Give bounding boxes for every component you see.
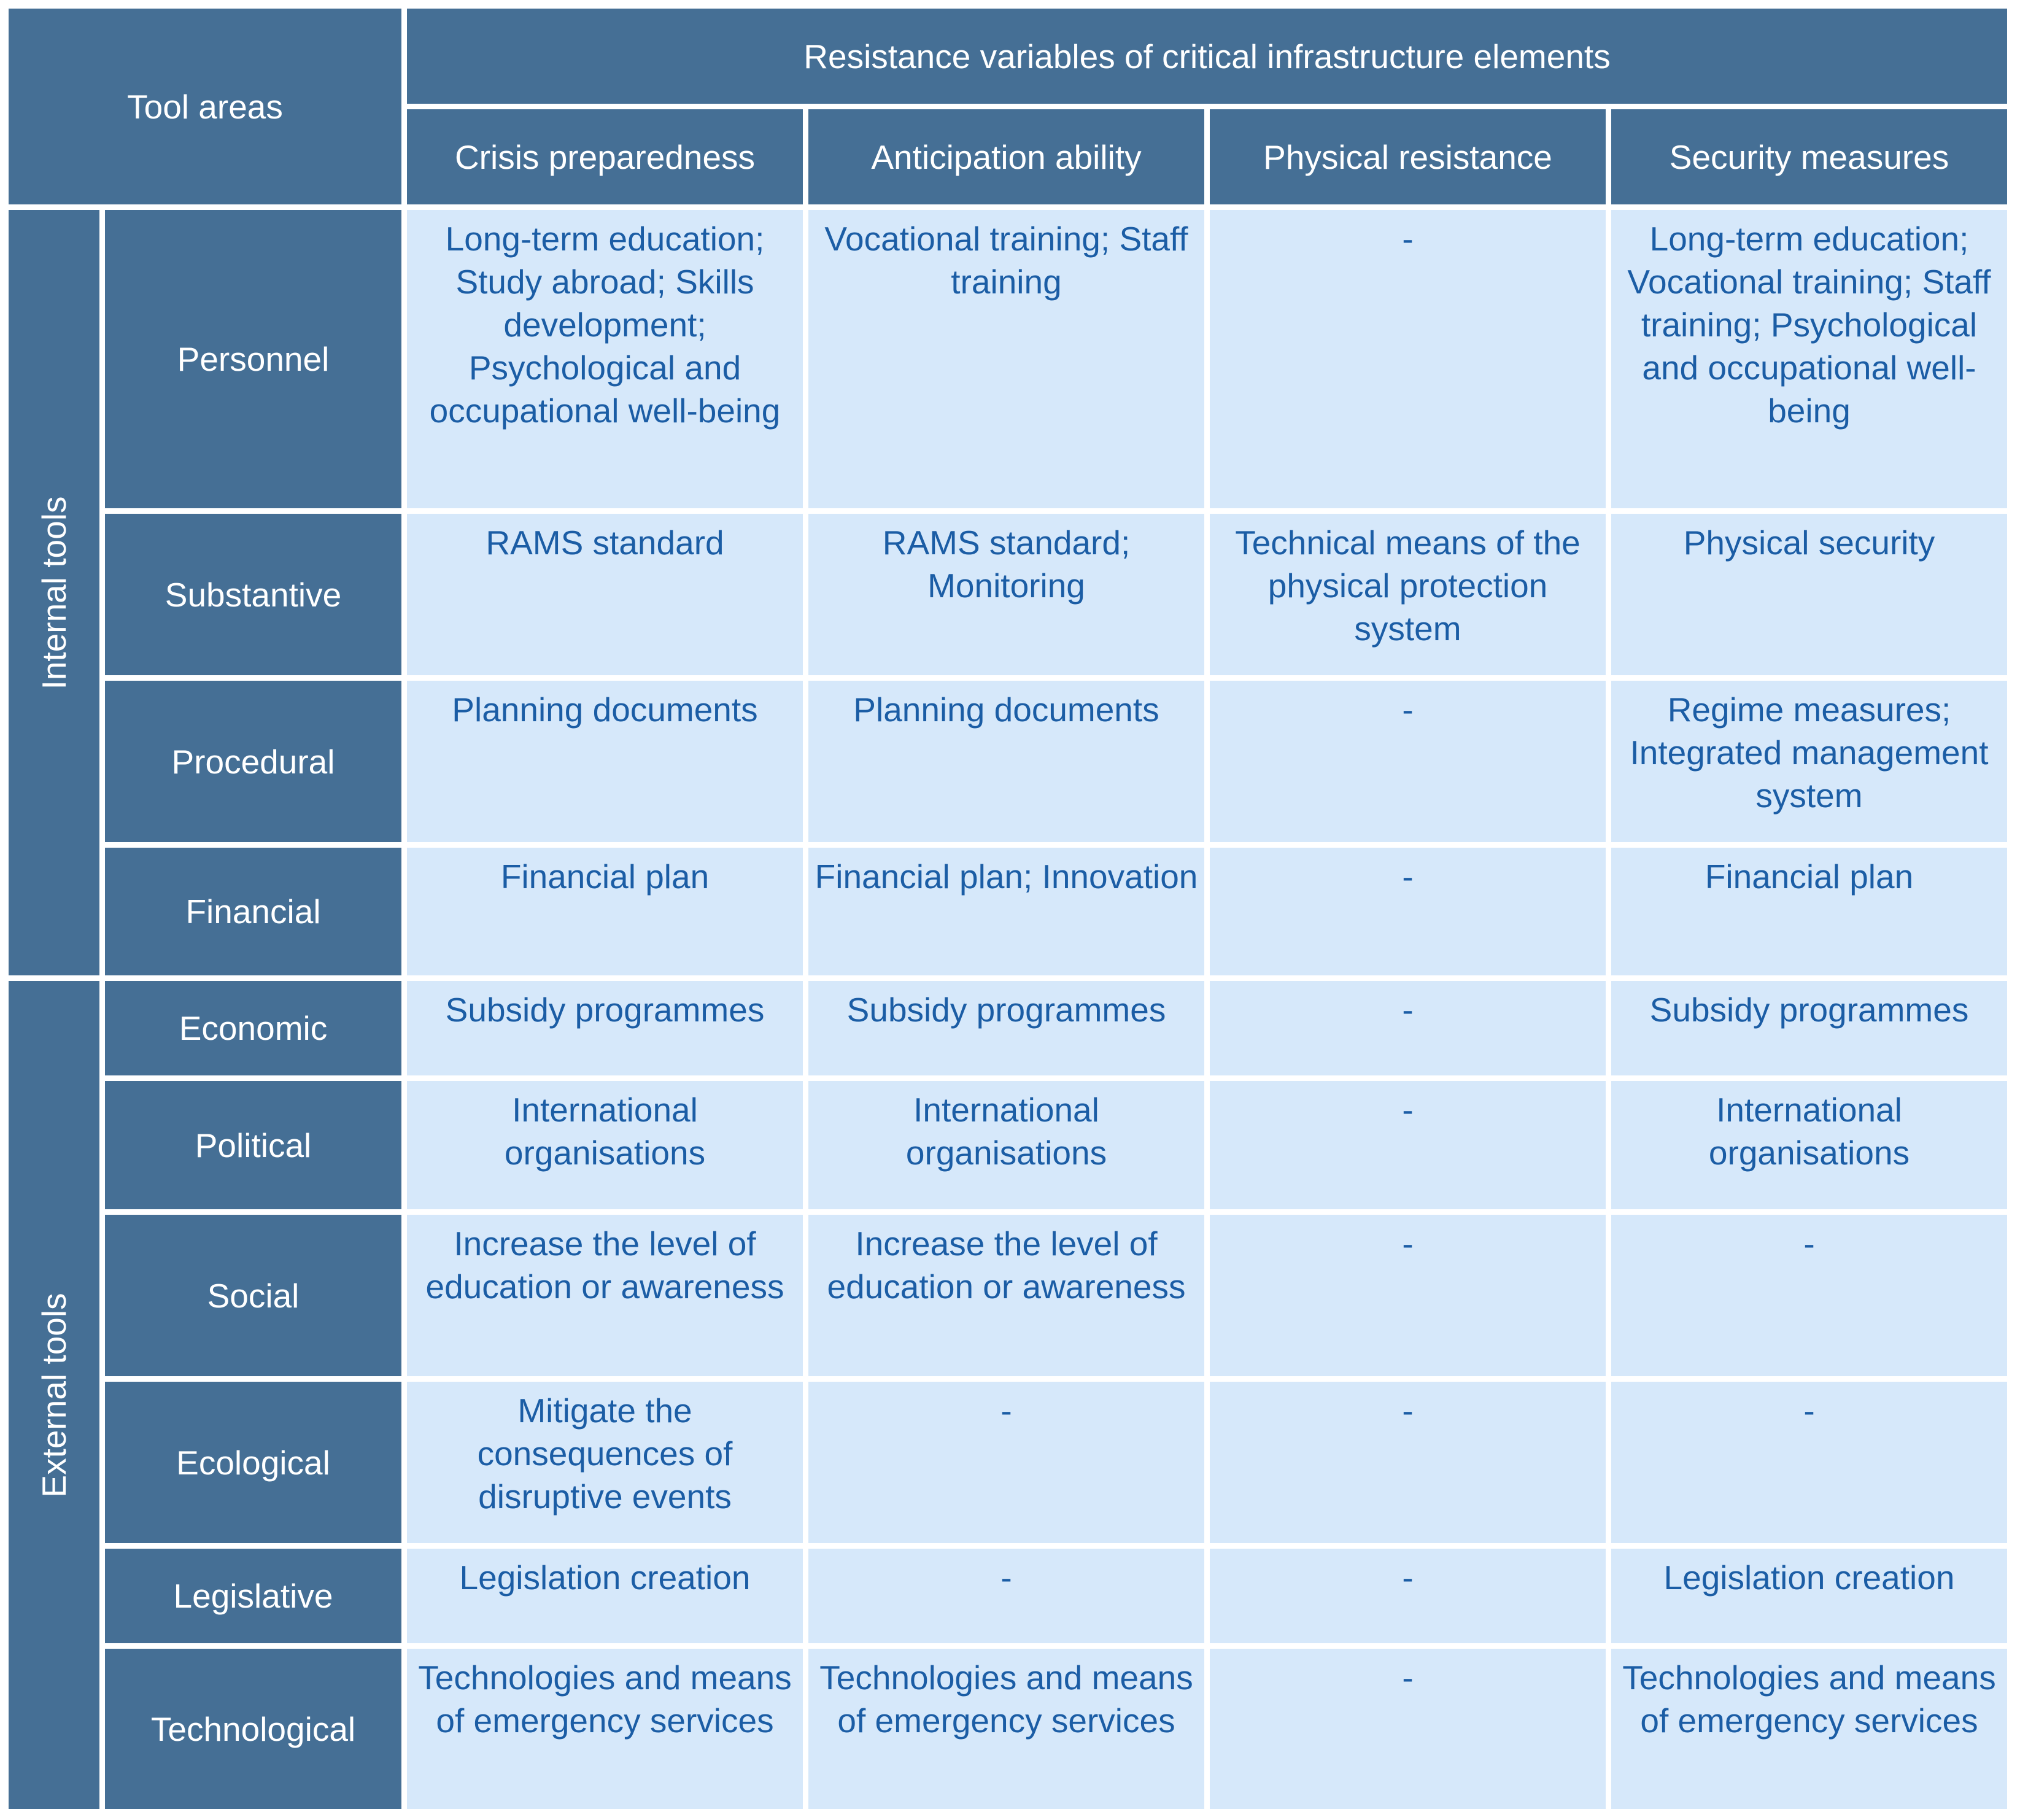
table-row: Social Increase the level of education o… [9, 1215, 2007, 1376]
table-cell: Legislation creation [1611, 1549, 2007, 1643]
tool-area-ecological: Ecological [105, 1382, 401, 1543]
table-cell: Subsidy programmes [808, 981, 1204, 1075]
resistance-tools-table: Tool areas Resistance variables of criti… [3, 3, 2013, 1814]
table-cell: - [1210, 1215, 1606, 1376]
table-cell: - [1210, 1649, 1606, 1809]
column-header-physical-resistance: Physical resistance [1210, 109, 1606, 204]
table-row: Substantive RAMS standard RAMS standard;… [9, 514, 2007, 675]
table-row: Legislative Legislation creation - - Leg… [9, 1549, 2007, 1643]
table-cell: - [1210, 1549, 1606, 1643]
table-cell: Technologies and means of emergency serv… [407, 1649, 803, 1809]
table-cell: Financial plan [407, 848, 803, 975]
table-cell: - [1210, 681, 1606, 842]
table-cell: Mitigate the consequences of disruptive … [407, 1382, 803, 1543]
table-cell: Subsidy programmes [1611, 981, 2007, 1075]
table-cell: Increase the level of education or aware… [808, 1215, 1204, 1376]
internal-tools-label: Internal tools [35, 496, 73, 689]
table-cell: Financial plan; Innovation [808, 848, 1204, 975]
table-cell: Long-term education; Study abroad; Skill… [407, 210, 803, 508]
tool-area-financial: Financial [105, 848, 401, 975]
table-cell: Regime measures; Integrated management s… [1611, 681, 2007, 842]
table-cell: - [1611, 1382, 2007, 1543]
table-cell: - [1210, 1081, 1606, 1209]
tool-area-personnel: Personnel [105, 210, 401, 508]
table-row: Technological Technologies and means of … [9, 1649, 2007, 1809]
table-cell: - [808, 1549, 1204, 1643]
tool-area-political: Political [105, 1081, 401, 1209]
table-cell: Planning documents [808, 681, 1204, 842]
table-cell: - [1210, 848, 1606, 975]
tool-areas-table-frame: Tool areas Resistance variables of criti… [9, 9, 2007, 1809]
table-row: External tools Economic Subsidy programm… [9, 981, 2007, 1809]
external-tools-group-label: External tools [9, 981, 99, 1809]
table-cell: Vocational training; Staff training [808, 210, 1204, 508]
table-cell: Long-term education; Vocational training… [1611, 210, 2007, 508]
table-cell: Increase the level of education or aware… [407, 1215, 803, 1376]
table-cell: Physical security [1611, 514, 2007, 675]
table-cell: Technologies and means of emergency serv… [808, 1649, 1204, 1809]
table-row: Financial Financial plan Financial plan;… [9, 848, 2007, 975]
tool-area-economic: Economic [105, 981, 401, 1075]
table-row: Ecological Mitigate the consequences of … [9, 1382, 2007, 1543]
column-header-security-measures: Security measures [1611, 109, 2007, 204]
table-cell: Technologies and means of emergency serv… [1611, 1649, 2007, 1809]
column-header-crisis-preparedness: Crisis preparedness [407, 109, 803, 204]
tool-area-legislative: Legislative [105, 1549, 401, 1643]
tool-area-technological: Technological [105, 1649, 401, 1809]
table-cell: International organisations [1611, 1081, 2007, 1209]
table-cell: International organisations [407, 1081, 803, 1209]
table-cell: - [1210, 1382, 1606, 1543]
table-cell: Planning documents [407, 681, 803, 842]
table-cell: Legislation creation [407, 1549, 803, 1643]
table-cell: Financial plan [1611, 848, 2007, 975]
tool-areas-header: Tool areas [9, 9, 401, 204]
tool-area-social: Social [105, 1215, 401, 1376]
internal-tools-group-label: Internal tools [9, 210, 99, 975]
table-row: Procedural Planning documents Planning d… [9, 681, 2007, 842]
table-cell: Technical means of the physical protecti… [1210, 514, 1606, 675]
tool-area-procedural: Procedural [105, 681, 401, 842]
table-cell: RAMS standard [407, 514, 803, 675]
table-cell: - [1210, 981, 1606, 1075]
tool-area-substantive: Substantive [105, 514, 401, 675]
table-cell: Subsidy programmes [407, 981, 803, 1075]
external-tools-label: External tools [35, 1292, 73, 1498]
column-header-anticipation-ability: Anticipation ability [808, 109, 1204, 204]
table-cell: - [808, 1382, 1204, 1543]
resistance-variables-header: Resistance variables of critical infrast… [407, 9, 2007, 104]
table-row: Internal tools Personnel Long-term educa… [9, 210, 2007, 975]
table-cell: RAMS standard; Monitoring [808, 514, 1204, 675]
table-cell: International organisations [808, 1081, 1204, 1209]
table-cell: - [1611, 1215, 2007, 1376]
table-row: Political International organisations In… [9, 1081, 2007, 1209]
table-cell: - [1210, 210, 1606, 508]
